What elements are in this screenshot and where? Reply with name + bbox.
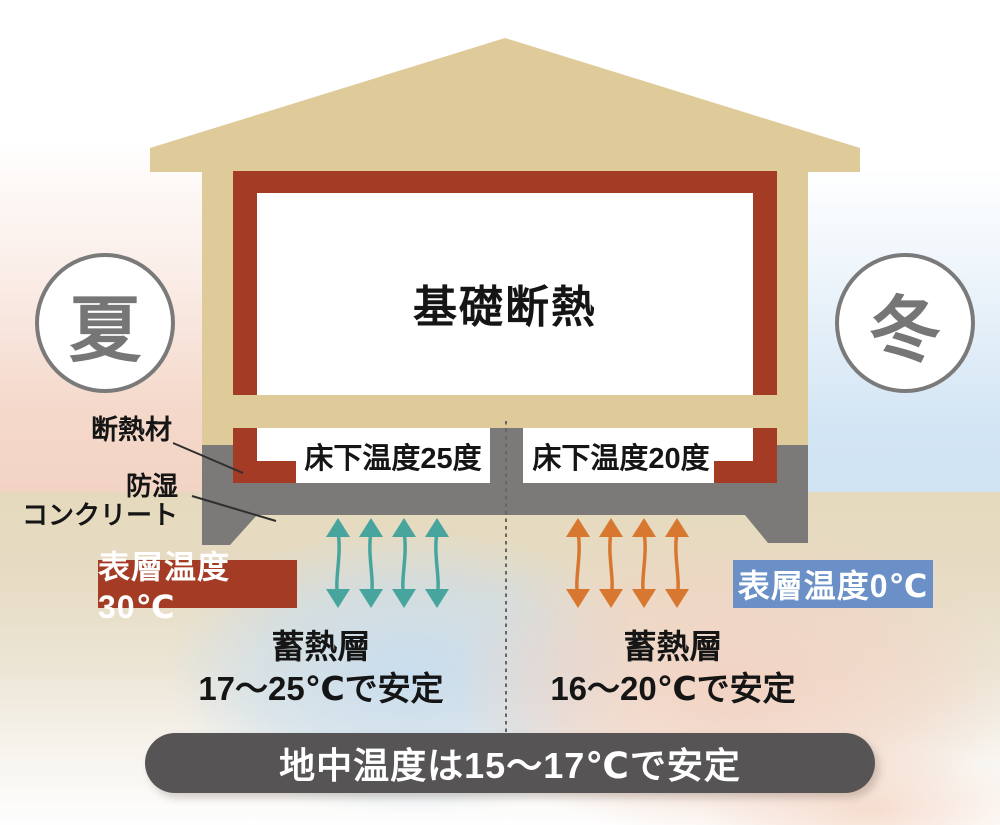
- surface-temp-winter-badge: 表層温度0℃: [733, 560, 933, 608]
- dampproof-pointer-line: [191, 495, 277, 522]
- heat-storage-left-range: 17〜25℃で安定: [198, 670, 444, 707]
- double-arrow-icon: [630, 516, 658, 610]
- warm-exchange-arrows: [564, 516, 691, 610]
- summer-badge-label: 夏: [68, 290, 141, 371]
- underfloor-temp-left: 床下温度25度: [304, 442, 482, 475]
- heat-storage-right-title: 蓄熱層: [623, 628, 723, 665]
- heat-storage-right-range: 16〜20℃で安定: [550, 670, 796, 707]
- foundation-insulation-left-foot: [257, 461, 296, 483]
- summer-badge: 夏: [35, 253, 175, 393]
- double-arrow-icon: [663, 516, 691, 610]
- double-arrow-icon: [324, 516, 352, 610]
- heat-storage-left-title: 蓄熱層: [271, 628, 371, 665]
- ground-temp-note: 地中温度は15〜17℃で安定: [145, 733, 875, 793]
- footing-left: [202, 515, 257, 545]
- insulation-pointer-line: [172, 442, 244, 474]
- foundation-insulation-right-foot: [714, 461, 753, 483]
- roof: [150, 38, 860, 172]
- wall-insulation-right: [753, 171, 777, 395]
- ceiling-insulation-lining: [233, 171, 777, 193]
- heat-storage-left: 蓄熱層 17〜25℃で安定: [190, 626, 452, 710]
- heat-storage-right: 蓄熱層 16〜20℃で安定: [542, 626, 804, 710]
- winter-badge-label: 冬: [868, 290, 941, 371]
- ground-temp-note-label: 地中温度は15〜17℃で安定: [279, 745, 741, 786]
- underfloor-temp-right: 床下温度20度: [532, 442, 710, 475]
- double-arrow-icon: [597, 516, 625, 610]
- cool-exchange-arrows: [324, 516, 451, 610]
- winter-badge: 冬: [835, 253, 975, 393]
- surface-temp-summer-badge: 表層温度30℃: [98, 549, 297, 625]
- interior-room: [257, 192, 753, 395]
- dampproof-label-line2: コンクリート: [21, 500, 178, 530]
- page-title: 基礎断熱: [413, 283, 597, 332]
- double-arrow-icon: [423, 516, 451, 610]
- footing-right: [745, 515, 808, 543]
- dampproof-label-line1: 防湿: [125, 471, 178, 501]
- insulation-label: 断熱材: [91, 415, 172, 445]
- double-arrow-icon: [357, 516, 385, 610]
- foundation-insulation-right: [753, 428, 777, 483]
- foundation-insulation-left: [233, 428, 257, 483]
- double-arrow-icon: [564, 516, 592, 610]
- dampproof-concrete-label: 防湿 コンクリート: [14, 472, 178, 530]
- wall-insulation-left: [233, 171, 257, 395]
- double-arrow-icon: [390, 516, 418, 610]
